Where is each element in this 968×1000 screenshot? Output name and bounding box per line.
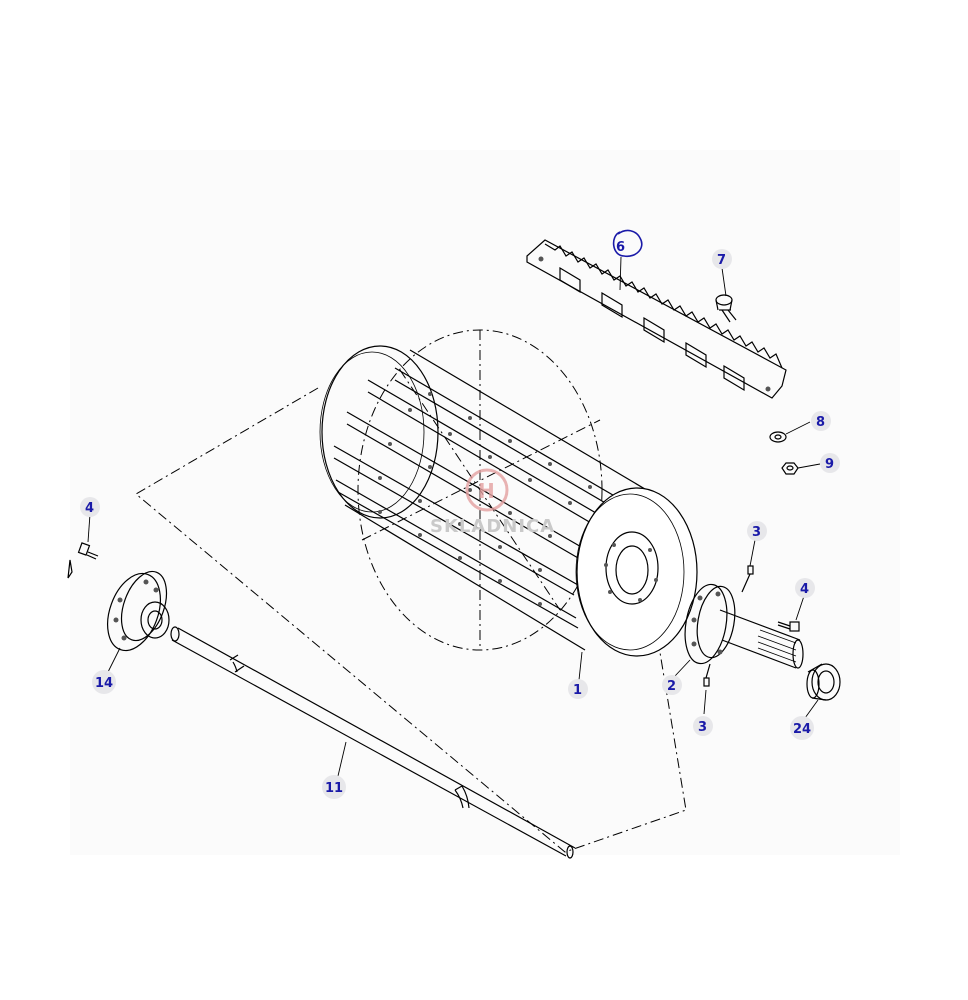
- svg-text:9: 9: [825, 457, 834, 472]
- callout-8: 8: [811, 411, 831, 431]
- drum-part-1: [319, 329, 698, 657]
- watermark-text: SKLADNICA: [430, 516, 555, 537]
- svg-text:4: 4: [800, 582, 809, 597]
- svg-text:8: 8: [816, 415, 825, 430]
- svg-text:3: 3: [752, 525, 761, 540]
- callout-24: 24: [790, 716, 814, 740]
- assembly-envelope: [135, 387, 687, 853]
- knife-bar-part-6: [526, 239, 787, 399]
- callout-14: 14: [92, 670, 116, 694]
- handwritten-circle: [612, 229, 643, 258]
- flange-part-14: [67, 559, 170, 652]
- bearing-part-24: [806, 663, 841, 701]
- svg-text:6: 6: [616, 240, 625, 255]
- svg-text:4: 4: [85, 501, 94, 516]
- drawing-area: [70, 150, 900, 855]
- callout-9: 9: [820, 453, 840, 473]
- callout-4-left: 4: [80, 497, 100, 517]
- svg-text:7: 7: [717, 253, 726, 268]
- washer-part-8: [769, 431, 787, 443]
- bolt-part-7: [715, 294, 737, 323]
- callout-3-bottom: 3: [693, 716, 713, 736]
- watermark: H SKLADNICA: [430, 468, 555, 537]
- callout-3-top: 3: [747, 521, 767, 541]
- shaft-part-11: [170, 626, 576, 859]
- callout-2: 2: [662, 675, 682, 695]
- svg-text:1: 1: [573, 683, 582, 698]
- svg-text:24: 24: [793, 722, 811, 737]
- svg-text:H: H: [478, 479, 495, 503]
- bolt-part-4-left: [77, 542, 99, 560]
- callout-1: 1: [568, 679, 588, 699]
- bolt-part-3-top: [741, 565, 754, 593]
- bolt-part-4-right: [777, 621, 800, 632]
- callout-11: 11: [322, 775, 346, 799]
- svg-text:14: 14: [95, 676, 113, 691]
- callout-6: 6: [616, 240, 625, 255]
- svg-text:3: 3: [698, 720, 707, 735]
- leader-lines: [87, 256, 821, 777]
- hub-part-2: [684, 583, 804, 669]
- svg-text:11: 11: [325, 781, 343, 796]
- callout-4-right: 4: [795, 578, 815, 598]
- svg-text:2: 2: [667, 679, 676, 694]
- callout-7: 7: [712, 249, 732, 269]
- bolt-part-3-bottom: [703, 663, 711, 687]
